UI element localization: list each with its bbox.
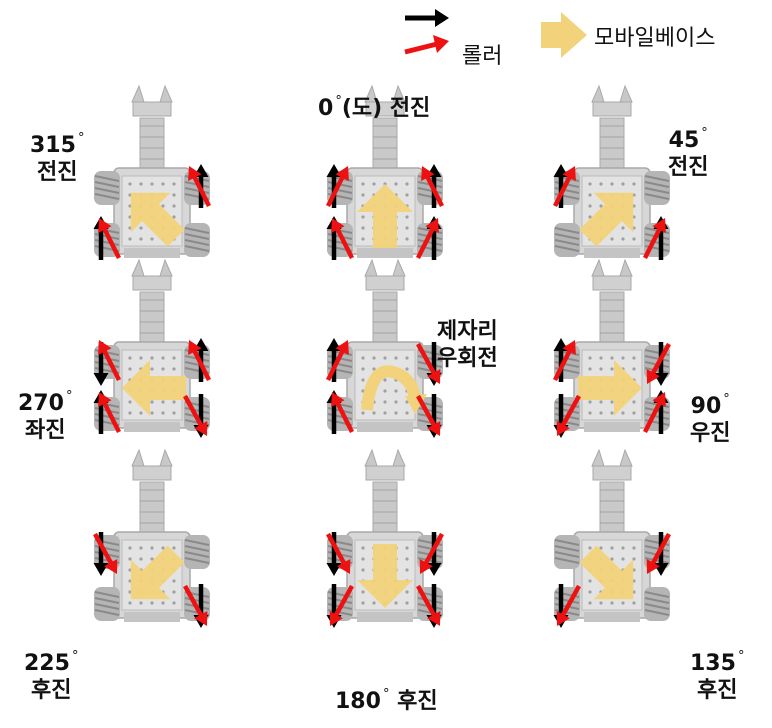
front-left-roller-arrow bbox=[552, 340, 576, 382]
label-45: 45° 전진 bbox=[668, 126, 709, 180]
robot-315 bbox=[93, 84, 212, 260]
wheel-front-left bbox=[554, 535, 580, 569]
label-90: 90° 우진 bbox=[690, 392, 731, 446]
legend-wheel-arrow bbox=[405, 9, 449, 27]
front-right-roller-arrow bbox=[646, 532, 671, 574]
robot-gripper bbox=[365, 275, 405, 291]
front-right-roller-arrow bbox=[419, 532, 444, 574]
front-left-roller-arrow bbox=[325, 340, 349, 382]
front-left-roller-arrow bbox=[325, 166, 349, 208]
front-right-roller-arrow bbox=[188, 166, 212, 208]
robot-gripper bbox=[132, 465, 172, 481]
legend-base-label: 모바일베이스 bbox=[594, 26, 716, 51]
wheel-rear-left bbox=[94, 587, 120, 621]
front-right-roller-arrow bbox=[421, 166, 445, 208]
robot-180 bbox=[326, 448, 444, 628]
rear-left-roller-arrow bbox=[556, 394, 581, 436]
wheel-front-right bbox=[184, 535, 210, 569]
label-225: 225° 후진 bbox=[24, 649, 79, 703]
legend-base-arrow bbox=[541, 12, 587, 58]
wheel-front-left bbox=[94, 171, 120, 205]
robot-270 bbox=[93, 258, 212, 438]
robot-gripper bbox=[365, 101, 405, 117]
label-180: 180° 후진 bbox=[335, 687, 438, 714]
rear-right-roller-arrow bbox=[642, 392, 666, 434]
front-right-roller-arrow bbox=[188, 340, 212, 382]
wheel-front-right bbox=[644, 171, 670, 205]
mobile-base-arrow bbox=[579, 192, 634, 247]
front-left-roller-arrow bbox=[552, 166, 576, 208]
mobile-base-arrow bbox=[357, 544, 413, 608]
front-left-roller-arrow bbox=[93, 532, 118, 574]
rear-left-roller-arrow bbox=[98, 218, 122, 260]
rear-right-roller-arrow bbox=[642, 218, 666, 260]
robot-135 bbox=[553, 448, 671, 628]
front-right-roller-arrow bbox=[416, 342, 441, 384]
wheel-rear-right bbox=[644, 587, 670, 621]
mobile-base-arrow bbox=[357, 184, 413, 248]
robot-gripper bbox=[132, 101, 172, 117]
robot-gripper bbox=[132, 275, 172, 291]
label-315: 315° 전진 bbox=[30, 131, 85, 185]
mobile-base-arrow bbox=[130, 545, 185, 600]
rear-left-roller-arrow bbox=[329, 584, 354, 626]
label-135: 135° 후진 bbox=[690, 649, 745, 703]
mobile-base-arrow bbox=[122, 360, 186, 416]
robot-225 bbox=[93, 448, 210, 628]
rear-right-roller-arrow bbox=[416, 584, 441, 626]
front-left-roller-arrow bbox=[98, 340, 122, 382]
front-right-roller-arrow bbox=[646, 342, 671, 384]
rear-right-roller-arrow bbox=[183, 584, 208, 626]
robot-45 bbox=[552, 84, 670, 260]
robot-90 bbox=[552, 258, 671, 438]
rear-right-roller-arrow bbox=[183, 394, 208, 436]
rear-right-roller-arrow bbox=[416, 394, 441, 436]
label-270: 270° 좌진 bbox=[18, 389, 73, 443]
label-rotate: 제자리 우회전 bbox=[437, 319, 498, 371]
rear-left-roller-arrow bbox=[98, 392, 122, 434]
legend-roller-label: 롤러 bbox=[462, 44, 503, 69]
rear-left-roller-arrow bbox=[331, 392, 355, 434]
label-0: 0°(도) 전진 bbox=[318, 94, 431, 121]
robot-rotate bbox=[325, 258, 443, 438]
robot-gripper bbox=[592, 465, 632, 481]
wheel-rear-right bbox=[184, 223, 210, 257]
robot-gripper bbox=[592, 275, 632, 291]
robot-gripper bbox=[592, 101, 632, 117]
robot-0 bbox=[325, 84, 445, 260]
rear-left-roller-arrow bbox=[556, 584, 581, 626]
mobile-base-arrow bbox=[578, 360, 642, 416]
rear-left-roller-arrow bbox=[331, 218, 355, 260]
legend-roller-arrow bbox=[404, 35, 449, 55]
wheel-rear-left bbox=[554, 223, 580, 257]
rear-right-roller-arrow bbox=[415, 218, 439, 260]
robot-gripper bbox=[365, 465, 405, 481]
mobile-base-arrow bbox=[579, 545, 634, 600]
front-left-roller-arrow bbox=[326, 532, 351, 574]
mobile-base-arrow bbox=[130, 192, 185, 247]
